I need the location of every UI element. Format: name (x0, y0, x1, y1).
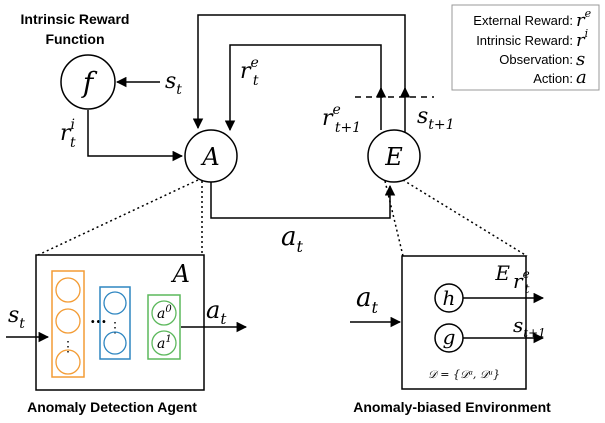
g-output-label: st+1 (513, 313, 546, 340)
r-t-i-arrow (87, 110, 184, 162)
legend-item-action: Action: a (533, 67, 586, 88)
input-layer (51, 270, 85, 378)
s-t-label: st (165, 69, 182, 98)
svg-text:a: a (576, 67, 587, 88)
svg-text:Observation:: Observation: (499, 52, 573, 67)
agent-zoom-line-left (37, 179, 199, 256)
env-zoom-line-right (402, 179, 528, 257)
output-neuron-a0-label: a0 (157, 304, 172, 322)
reward-function-title-line2: Function (45, 31, 104, 47)
environment-node (367, 129, 421, 183)
env-detail-label: E (494, 261, 510, 285)
agent-detail-box (35, 254, 205, 391)
svg-text:Action:: Action: (533, 71, 573, 86)
between-layer-dots: ··· (90, 312, 107, 331)
reward-function-title-line1: Intrinsic Reward (21, 11, 130, 27)
dataset-formula: 𝒟 = {𝒟ᵃ, 𝒟ᵘ} (428, 368, 500, 381)
svg-text:External Reward:: External Reward: (473, 13, 573, 28)
output-layer (147, 294, 181, 360)
output-neuron-a1-label: a1 (157, 334, 172, 352)
legend-item-external-reward: External Reward: re (473, 7, 591, 31)
agent-input-label: st (8, 303, 25, 332)
input-layer-dots: ⋮ (61, 339, 75, 355)
env-input-label: at (356, 283, 379, 317)
h-node-label: h (443, 286, 456, 310)
reward-function-node (60, 54, 116, 110)
agent-node-label: A (200, 143, 219, 171)
a-t-label: at (281, 222, 304, 256)
hidden-layer (99, 286, 131, 360)
s-t1-label: st+1 (417, 104, 455, 133)
output-neuron-a0 (151, 300, 177, 326)
agent-detail-caption: Anomaly Detection Agent (27, 399, 197, 415)
legend-box (451, 4, 600, 91)
svg-text:s: s (576, 49, 585, 70)
hidden-neuron (103, 331, 127, 355)
g-node-label: g (443, 325, 456, 349)
svg-text:re: re (576, 7, 592, 31)
input-neuron (55, 349, 81, 375)
agent-output-label: at (206, 296, 227, 328)
input-neuron (55, 308, 81, 334)
svg-text:ri: ri (576, 27, 588, 51)
legend-item-intrinsic-reward: Intrinsic Reward: ri (476, 27, 588, 51)
a-t-arrow (210, 182, 396, 219)
env-detail-caption: Anomaly-biased Environment (353, 399, 551, 415)
r-e-feedback-arrow (224, 44, 382, 132)
input-neuron (55, 277, 81, 303)
hidden-neuron (103, 291, 127, 315)
legend-item-observation: Observation: s (499, 49, 585, 70)
s-t1-feedback-arrow (192, 14, 406, 130)
env-detail-box (401, 255, 527, 390)
svg-text:Intrinsic Reward:: Intrinsic Reward: (476, 33, 573, 48)
agent-detail-label: A (171, 260, 190, 288)
output-neuron-a1 (151, 330, 177, 356)
environment-node-label: E (384, 143, 403, 171)
